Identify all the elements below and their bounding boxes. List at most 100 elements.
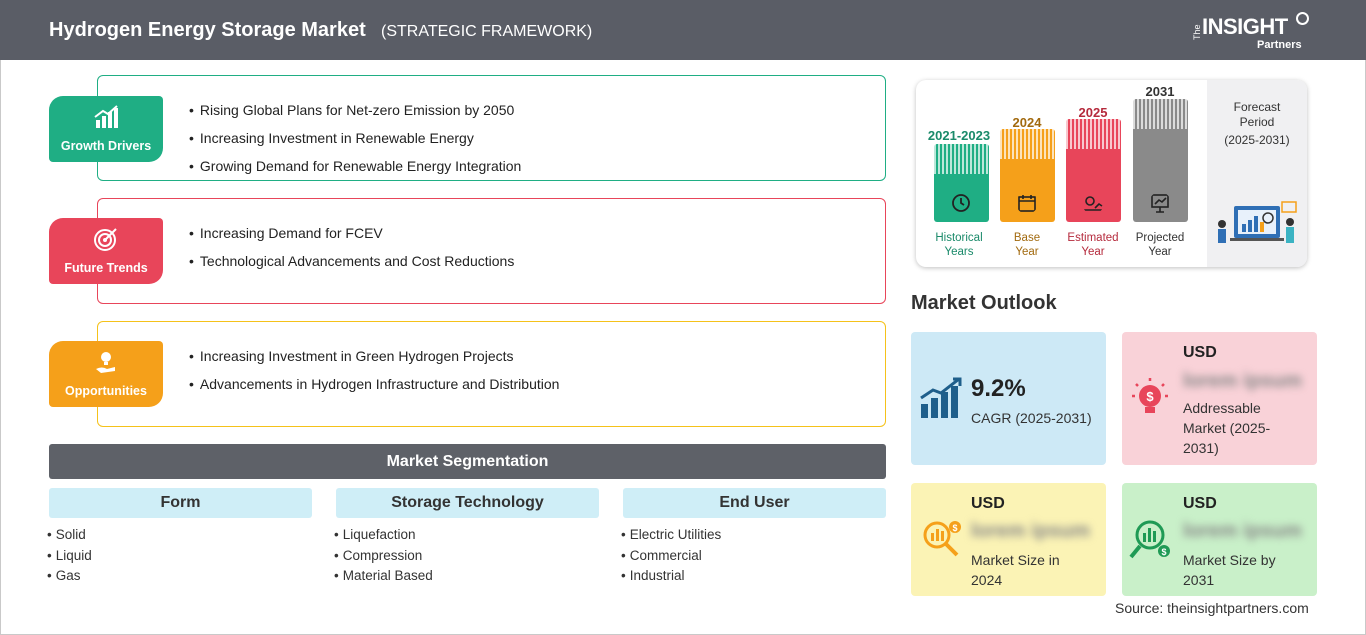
market-size-2031-card: $ USD lorem ipsum Market Size by 2031 (1122, 483, 1317, 596)
svg-text:$: $ (1146, 389, 1154, 404)
period-label: Period (1239, 115, 1275, 129)
opportunities-list: Increasing Investment in Green Hydrogen … (189, 342, 560, 398)
growth-drivers-box: Rising Global Plans for Net-zero Emissio… (97, 75, 886, 181)
future-trends-label: Future Trends (64, 261, 148, 275)
addressable-market-card: $ USD lorem ipsum Addressable Market (20… (1122, 332, 1317, 465)
size-2024-value-blurred: lorem ipsum (971, 520, 1090, 542)
future-trends-list: Increasing Demand for FCEV Technological… (189, 219, 514, 275)
svg-text:$: $ (952, 523, 957, 533)
segment-form: Form Solid Liquid Gas (49, 488, 312, 587)
caption-line: Projected (1135, 232, 1185, 244)
addressable-value-blurred: lorem ipsum (1183, 370, 1302, 392)
list-item: Compression (334, 546, 599, 567)
bar-historical (934, 144, 989, 222)
size-2031-currency: USD (1183, 495, 1217, 512)
segment-storage-technology: Storage Technology Liquefaction Compress… (336, 488, 599, 587)
analytics-people-icon (1218, 201, 1297, 243)
caption-line: Historical (935, 232, 983, 244)
growth-drivers-list: Rising Global Plans for Net-zero Emissio… (189, 96, 521, 180)
year-base: 2024 (1012, 115, 1042, 130)
cagr-label: CAGR (2025-2031) (971, 410, 1092, 426)
growth-drivers-label: Growth Drivers (60, 139, 152, 153)
list-item: Growing Demand for Renewable Energy Inte… (189, 152, 521, 180)
caption-line: Year (1148, 246, 1172, 258)
segment-header: Storage Technology (336, 488, 599, 518)
market-size-2024-card: $ USD lorem ipsum Market Size in 2024 (911, 483, 1106, 596)
logo-partners: Partners (1257, 39, 1302, 51)
growth-chart-icon (94, 105, 118, 128)
svg-text:$: $ (1161, 547, 1166, 557)
list-item: Liquid (47, 546, 312, 567)
forecast-range: (2025-2031) (1224, 133, 1290, 147)
future-trends-badge: Future Trends (49, 218, 163, 284)
opportunities-box: Increasing Investment in Green Hydrogen … (97, 321, 886, 427)
logo-the: The (1192, 24, 1202, 40)
gears-chart-icon (1084, 196, 1103, 211)
header-bar: Hydrogen Energy Storage Market (STRATEGI… (0, 0, 1366, 60)
logo-insight: INSIGHT (1202, 14, 1288, 39)
caption-line: Estimated (1067, 232, 1119, 244)
list-item: Industrial (621, 566, 886, 587)
caption-line: Year (1015, 246, 1039, 258)
list-item: Material Based (334, 566, 599, 587)
caption-line: Base (1013, 232, 1041, 244)
market-segmentation-title: Market Segmentation (49, 444, 886, 479)
segment-header: Form (49, 488, 312, 518)
list-item: Technological Advancements and Cost Redu… (189, 247, 514, 275)
source-note: Source: theinsightpartners.com (1115, 600, 1309, 616)
list-item: Solid (47, 525, 312, 546)
caption-line: Year (1081, 246, 1105, 258)
size-2031-label: Market Size by 2031 (1183, 552, 1276, 588)
opportunities-label: Opportunities (65, 384, 147, 398)
presentation-board-icon (1151, 194, 1169, 213)
size-2024-currency: USD (971, 495, 1005, 512)
opportunities-badge: Opportunities (49, 341, 163, 407)
addressable-currency: USD (1183, 344, 1217, 361)
year-historical: 2021-2023 (927, 128, 991, 143)
bar-projected (1133, 99, 1188, 222)
forecast-label: Forecast (1233, 100, 1281, 114)
list-item: Commercial (621, 546, 886, 567)
list-item: Liquefaction (334, 525, 599, 546)
list-item: Gas (47, 566, 312, 587)
cagr-value: 9.2% (971, 375, 1026, 402)
list-item: Increasing Investment in Green Hydrogen … (189, 342, 559, 370)
list-item: Advancements in Hydrogen Infrastructure … (189, 370, 560, 398)
lightbulb-hand-icon (96, 352, 115, 373)
size-2031-value-blurred: lorem ipsum (1183, 520, 1302, 542)
market-outlook-title: Market Outlook (911, 292, 1057, 314)
magnifier-dollar-icon: $ (923, 521, 961, 557)
calendar-icon (1018, 195, 1036, 212)
idea-dollar-icon: $ (1132, 378, 1168, 413)
bar-base (1000, 129, 1055, 222)
forecast-period-panel: Forecast Period (2025-2031) (1207, 80, 1307, 267)
bar-estimated (1066, 119, 1121, 222)
future-trends-box: Increasing Demand for FCEV Technological… (97, 198, 886, 304)
size-2024-label: Market Size in 2024 (971, 552, 1060, 588)
caption-line: Years (944, 246, 974, 258)
list-item: Rising Global Plans for Net-zero Emissio… (189, 96, 521, 124)
list-item: Increasing Investment in Renewable Energ… (189, 124, 521, 152)
growth-bars-icon (920, 377, 962, 418)
year-estimated: 2025 (1078, 105, 1108, 120)
segment-end-user: End User Electric Utilities Commercial I… (623, 488, 886, 587)
year-projected: 2031 (1145, 84, 1175, 99)
logo-ring-icon (1296, 12, 1309, 25)
magnifier-chart-icon: $ (1129, 520, 1170, 559)
segment-header: End User (623, 488, 886, 518)
clock-history-icon (952, 194, 970, 212)
list-item: Increasing Demand for FCEV (189, 219, 514, 247)
insight-partners-logo[interactable]: The INSIGHT Partners (1192, 12, 1312, 54)
page-subtitle: (STRATEGIC FRAMEWORK) (381, 23, 593, 40)
page-title: Hydrogen Energy Storage Market (49, 19, 366, 41)
addressable-label: Addressable Market (2025-2031) (1183, 400, 1271, 456)
list-item: Electric Utilities (621, 525, 886, 546)
target-icon (94, 228, 117, 251)
cagr-card: 9.2% CAGR (2025-2031) (911, 332, 1106, 465)
growth-drivers-badge: Growth Drivers (49, 96, 163, 162)
